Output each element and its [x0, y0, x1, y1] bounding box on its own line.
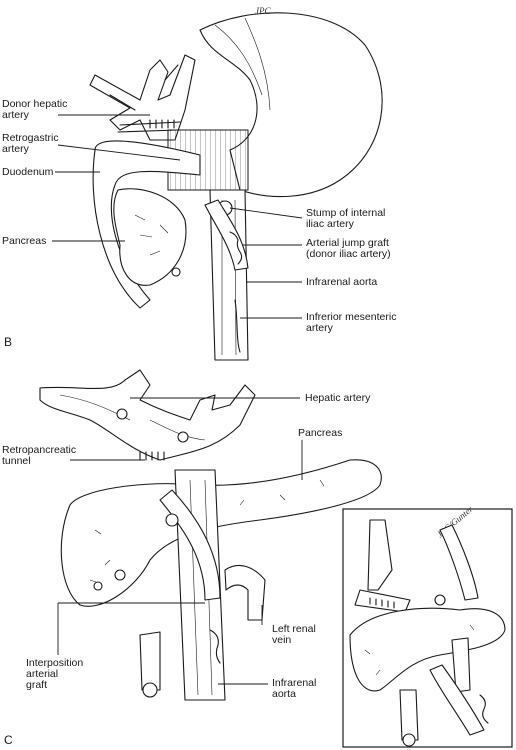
- panel-b-signature: JPC: [255, 6, 271, 16]
- left-renal-vein: [224, 565, 266, 621]
- label-hepatic-artery: Hepatic artery: [305, 392, 371, 404]
- hepatic-branches: [89, 54, 196, 141]
- label-infrarenal-aorta-c: Infrarenal: [272, 677, 316, 689]
- jump-graft: [204, 199, 249, 271]
- pancreas-c: [60, 459, 382, 607]
- pancreas-b: [113, 188, 187, 286]
- label-inferior-mesenteric: Infrerior mesenteric: [306, 311, 396, 323]
- label-retropancreatic-tunnel: Retropancreatic: [2, 444, 76, 456]
- svg-text:Arterial jump graft(donor ilia: Arterial jump graft(donor iliac artery): [306, 237, 391, 260]
- label-left-renal-vein: Left renal: [272, 623, 316, 635]
- label-stump-internal-iliac: Stump of internal: [306, 207, 385, 219]
- duodenum: [92, 140, 201, 309]
- label-interposition-graft: Interposition: [26, 657, 83, 669]
- panel-c-inset: JPC/Gunter: [342, 504, 513, 748]
- label-infrarenal-aorta-b: Infrarenal aorta: [306, 276, 377, 288]
- panel-b-letter: B: [4, 335, 12, 349]
- panel-c-drawing: [39, 369, 382, 701]
- hepatic-vessels-c: [39, 369, 256, 461]
- label-pancreas-b: Pancreas: [2, 235, 46, 247]
- aorta: [209, 189, 249, 361]
- label-duodenum: Duodenum: [2, 166, 54, 178]
- panel-b-drawing: JPC: [89, 6, 383, 361]
- label-donor-hepatic-artery: Donor hepatic: [2, 98, 67, 110]
- label-arterial-jump-graft: Arterial jump graft: [306, 237, 389, 249]
- label-retrogastric-artery: Retrogastric: [2, 132, 59, 144]
- panel-c-letter: C: [4, 733, 13, 747]
- label-pancreas-c: Pancreas: [298, 427, 342, 439]
